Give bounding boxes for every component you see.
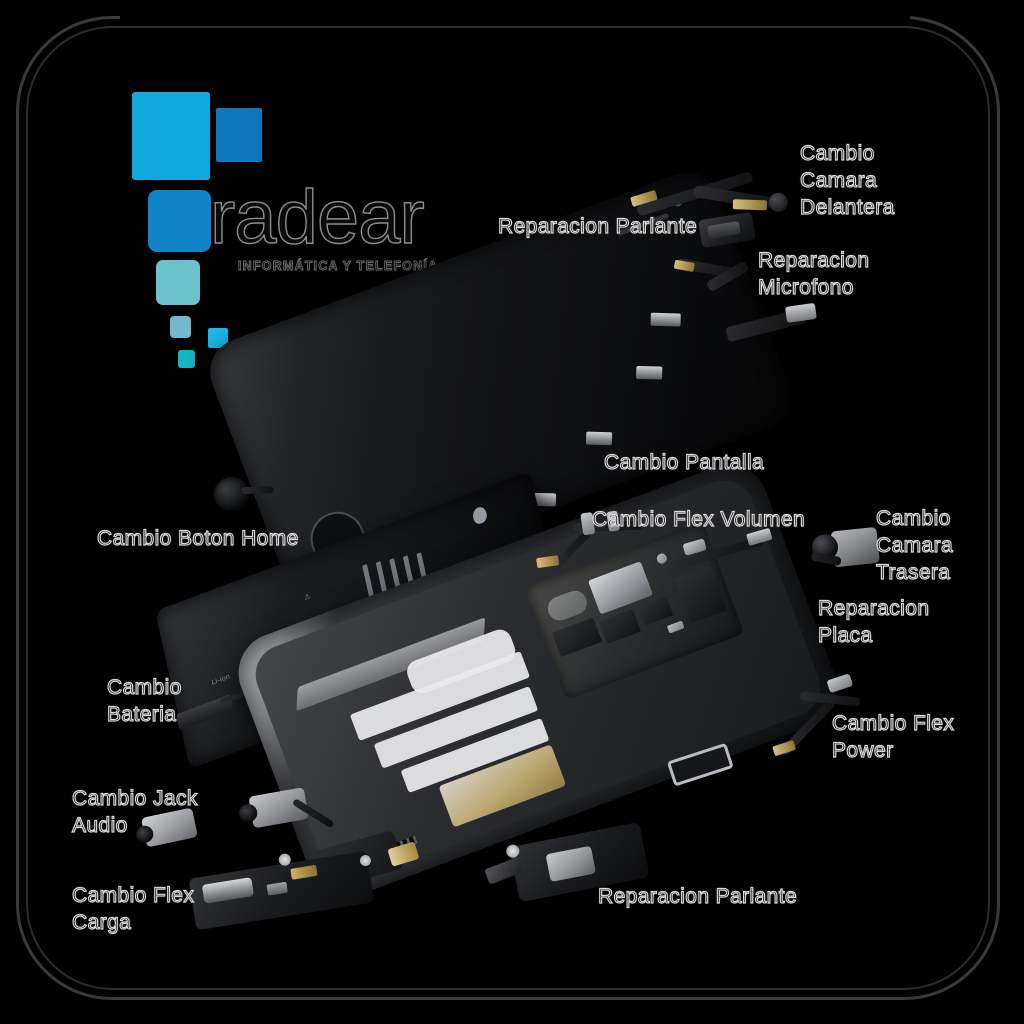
logo-square-midblue (148, 190, 211, 252)
label-cambio-camara-trasera[interactable]: Cambio Camara Trasera (875, 506, 954, 584)
front-camera-lens (767, 191, 790, 214)
display-flex-connector (784, 302, 817, 323)
logo-square-teal (156, 260, 200, 305)
label-cambio-boton-home[interactable]: Cambio Boton Home (96, 526, 299, 550)
battery-chemistry: Li-ion (211, 673, 231, 687)
frame-bottom-gap (120, 1004, 910, 1024)
logo-square-large-cyan (132, 92, 210, 180)
label-cambio-camara-delantera[interactable]: Cambio Camara Delantera (799, 141, 895, 219)
part-microphone-flex[interactable] (673, 250, 758, 310)
battery-logo (471, 505, 489, 526)
logo-square-darkblue (216, 108, 262, 162)
earpiece-mesh (707, 221, 741, 239)
screen-tab-3 (585, 431, 613, 446)
logo-square-small-teal (170, 316, 191, 338)
label-reparacion-microfono[interactable]: Reparacion Microfono (757, 248, 870, 299)
label-reparacion-parlante-top[interactable]: Reparacion Parlante (497, 214, 698, 238)
part-charging-flex[interactable] (162, 826, 433, 958)
label-cambio-jack-audio[interactable]: Cambio Jack Audio (71, 786, 198, 837)
brand-wordmark: radear (209, 175, 425, 260)
part-rear-camera[interactable] (807, 516, 886, 575)
label-reparacion-placa[interactable]: Reparacion Placa (817, 596, 930, 647)
screen-tab-2 (636, 365, 663, 380)
label-cambio-flex-volumen[interactable]: Cambio Flex Volumen (591, 507, 806, 531)
label-reparacion-parlante-bottom[interactable]: Reparacion Parlante (597, 884, 798, 908)
label-cambio-flex-power[interactable]: Cambio Flex Power (831, 711, 955, 762)
logo-square-tiny-teal (178, 350, 195, 368)
logo-square-tiny-cyan-a (208, 328, 228, 348)
brand-logo[interactable]: radear INFORMÁTICA Y TELEFONÍA (128, 88, 438, 368)
front-camera-gold-contact-2 (732, 199, 768, 211)
label-cambio-flex-carga[interactable]: Cambio Flex Carga (71, 883, 195, 934)
label-cambio-bateria[interactable]: Cambio Bateria (106, 675, 182, 726)
screen-tab-1 (650, 312, 681, 327)
home-button-flex (241, 486, 274, 495)
label-cambio-pantalla[interactable]: Cambio Pantalla (603, 450, 765, 474)
brand-tagline: INFORMÁTICA Y TELEFONÍA (238, 259, 439, 274)
frame-top-gap (120, 0, 910, 20)
